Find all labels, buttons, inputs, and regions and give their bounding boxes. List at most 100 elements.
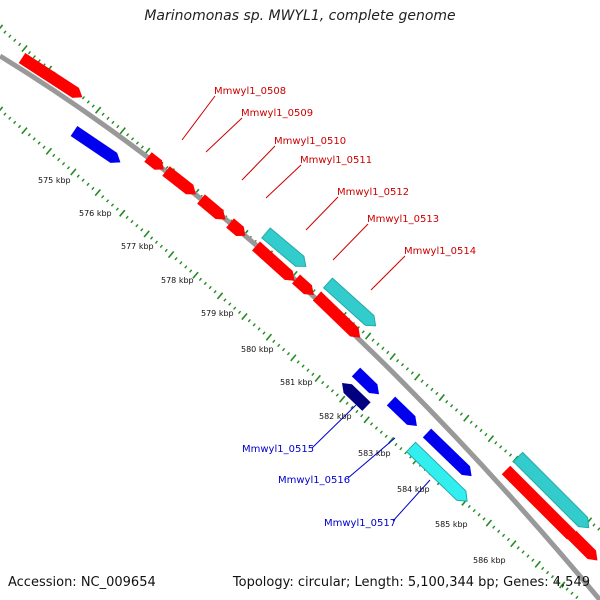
tick-mark <box>369 422 374 426</box>
tick-mark <box>8 116 12 120</box>
tick-mark <box>301 364 305 368</box>
tick-mark <box>381 346 385 351</box>
tick-mark <box>213 290 217 294</box>
tick-mark <box>91 104 95 108</box>
tick-mark <box>497 529 501 533</box>
tick-mark <box>384 434 388 438</box>
tick-mark <box>76 174 80 178</box>
gene-arrow-0517 <box>405 441 468 502</box>
kbp-label: 580 kbp <box>241 345 274 354</box>
gene-label-mmwyl1_0514: Mmwyl1_0514 <box>404 246 476 257</box>
kbp-label: 582 kbp <box>319 412 352 421</box>
tick-mark <box>0 106 4 112</box>
tick-mark <box>565 587 569 591</box>
tick-mark <box>42 145 46 149</box>
gene-body <box>144 152 164 170</box>
tick-mark <box>61 162 66 166</box>
tick-mark <box>3 30 7 34</box>
gene-label-mmwyl1_0511: Mmwyl1_0511 <box>300 155 372 166</box>
gene-body <box>226 218 246 236</box>
tick-mark <box>396 358 400 363</box>
leader-line <box>347 437 396 479</box>
tick-mark <box>526 554 530 558</box>
tick-mark <box>228 302 232 306</box>
tick-mark <box>450 404 454 408</box>
kbp-label: 576 kbp <box>79 209 112 218</box>
topology-summary: Topology: circular; Length: 5,100,344 bp… <box>232 575 590 590</box>
tick-mark <box>501 533 506 538</box>
tick-mark <box>541 566 545 571</box>
tick-mark <box>477 513 481 517</box>
gene-arrow-0516 <box>386 396 417 427</box>
tick-mark <box>410 371 414 375</box>
tick-mark <box>154 240 159 244</box>
kbp-label: 585 kbp <box>435 520 468 529</box>
kbp-label: 577 kbp <box>121 242 154 251</box>
tick-mark <box>376 342 380 346</box>
kbp-label: 575 kbp <box>38 176 71 185</box>
tick-mark <box>164 248 168 253</box>
gene-arrow-0513a <box>251 241 295 281</box>
tick-mark <box>506 537 511 542</box>
gene-features <box>18 52 598 561</box>
tick-mark <box>374 426 379 430</box>
tick-mark <box>130 219 134 224</box>
tick-mark <box>499 445 503 449</box>
tick-mark <box>86 182 90 187</box>
tick-mark <box>534 560 541 568</box>
tick-mark <box>159 244 163 248</box>
tick-mark <box>66 166 71 170</box>
tick-mark <box>27 50 32 55</box>
tick-mark <box>3 112 7 116</box>
tick-mark <box>174 257 178 261</box>
tick-mark <box>306 368 310 372</box>
leader-line <box>311 404 357 449</box>
gene-arrow-right-b <box>567 530 598 561</box>
tick-mark <box>459 412 463 416</box>
tick-mark <box>233 306 237 310</box>
tick-mark <box>18 42 22 47</box>
tick-mark <box>13 38 17 42</box>
tick-mark <box>363 416 370 424</box>
tick-mark <box>237 310 242 315</box>
tick-mark <box>371 338 375 342</box>
tick-mark <box>119 127 126 135</box>
tick-mark <box>472 508 476 513</box>
tick-mark <box>203 281 207 286</box>
tick-mark <box>252 323 256 327</box>
tick-mark <box>277 343 281 348</box>
kbp-label: 583 kbp <box>358 449 391 458</box>
tick-mark <box>355 409 359 414</box>
tick-mark <box>45 147 53 155</box>
tick-mark <box>545 570 550 575</box>
tick-mark <box>405 367 409 371</box>
tick-mark <box>487 435 495 443</box>
gene-body <box>312 291 361 338</box>
gene-label-mmwyl1_0512: Mmwyl1_0512 <box>337 187 409 198</box>
tick-mark <box>111 120 115 125</box>
gene-arrow-0512 <box>226 218 246 236</box>
gene-body <box>322 277 377 327</box>
tick-mark <box>21 127 28 135</box>
leader-line <box>370 255 406 291</box>
tick-mark <box>130 137 135 141</box>
tick-mark <box>52 153 56 158</box>
leader-line <box>392 479 431 522</box>
leader-line <box>205 117 243 153</box>
tick-mark <box>179 261 183 265</box>
gene-body <box>501 465 577 541</box>
tick-mark <box>360 413 364 418</box>
tick-mark <box>57 157 61 162</box>
tick-mark <box>115 207 119 211</box>
gene-arrow-dark <box>342 383 371 411</box>
gene-body <box>70 126 121 163</box>
gene-body <box>291 274 314 296</box>
tick-mark <box>105 199 110 203</box>
tick-mark <box>91 186 95 191</box>
tick-mark <box>430 387 434 392</box>
tick-mark <box>521 550 525 554</box>
gene-label-mmwyl1_0513: Mmwyl1_0513 <box>367 214 439 225</box>
tick-mark <box>94 106 102 114</box>
kbp-label: 586 kbp <box>473 556 506 565</box>
tick-mark <box>508 453 513 457</box>
